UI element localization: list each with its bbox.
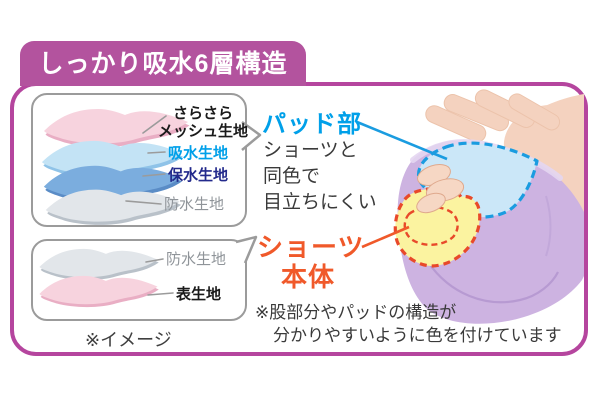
pad-callout-title: パッド部 [262,111,362,138]
sheet-waterproof-gray-2 [39,248,159,281]
shorts-bubble-tail [235,235,258,264]
pad-callout-desc-line3: 目立ちにくい [263,192,377,213]
color-note-line1: ※股部分やパッドの構造が [255,303,457,322]
pad-callout-desc-line2: 同色で [263,166,321,187]
label-waterproof-fabric-top: 防水生地 [164,196,225,213]
pad-bubble-tail [241,120,262,151]
shorts-connector-line [361,225,410,249]
title-badge: しっかり吸水6層構造 [20,41,306,86]
label-mesh-line2: メッシュ生地 [158,123,249,140]
sheet-outer-pink [39,275,159,308]
title-badge-text: しっかり吸水6層構造 [38,50,288,78]
label-outer-fabric: 表生地 [176,286,222,303]
pad-callout-desc-line1: ショーツと [263,140,358,161]
label-absorbent-fabric: 吸水生地 [168,145,229,162]
product-photo [393,89,584,324]
shorts-callout-title-line1: ショーツ [257,232,365,262]
image-disclaimer-caption: ※イメージ [85,330,172,350]
label-retention-fabric: 保水生地 [168,167,229,184]
label-waterproof-fabric-bottom: 防水生地 [166,251,227,268]
label-leader-lines [125,115,174,296]
label-mesh-line1: さらさら [173,105,234,122]
shorts-callout-title-line2: 本体 [281,262,336,292]
color-note-line2: 分かりやすいように色を付けています [273,326,562,345]
pad-connector-line [356,120,448,161]
fingertips-illustration [416,164,465,214]
